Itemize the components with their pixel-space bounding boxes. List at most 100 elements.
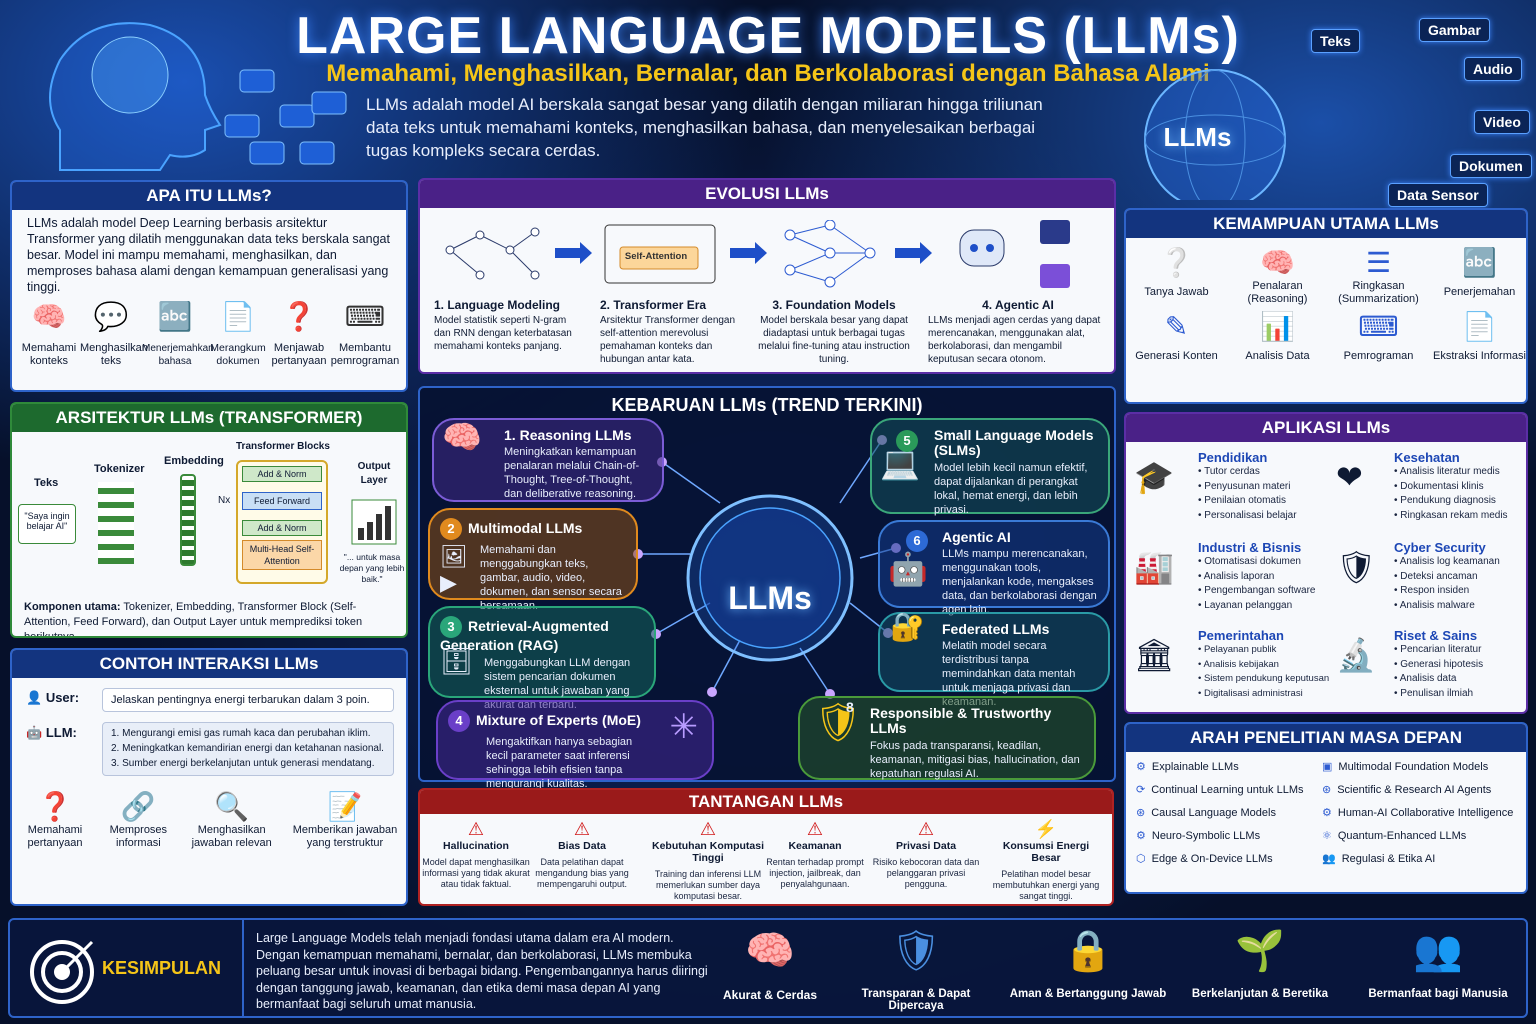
research-item: ⚛Quantum-Enhanced LLMs xyxy=(1322,825,1513,848)
app-item: Analisis literatur medis xyxy=(1394,465,1508,480)
app-item: Penilaian otomatis xyxy=(1198,494,1297,509)
research-item: ⚙Human-AI Collaborative Intelligence xyxy=(1322,802,1513,825)
kemampuan-item: Ringkasan (Summarization) xyxy=(1338,280,1419,305)
media-icon: 🖼▶ xyxy=(440,544,468,595)
trend-num: 3 xyxy=(440,616,462,638)
trend-text: Fokus pada transparansi, keadilan, keama… xyxy=(870,740,1080,780)
trend-text: Memahami dan menggabungkan teks, gambar,… xyxy=(480,544,622,612)
stage-text: Model statistik seperti N-gram dan RNN d… xyxy=(434,315,572,352)
app-item: Pelayanan publik xyxy=(1198,643,1329,658)
chart-icon: 📊 xyxy=(1260,311,1295,342)
tag-gambar: Gambar xyxy=(1419,18,1490,42)
research-item: ⊛Causal Language Models xyxy=(1136,802,1303,825)
trend-title: Small Language Models (SLMs) xyxy=(934,427,1094,458)
research-icon: 👥 xyxy=(1322,853,1336,865)
tokenizer-label: Tokenizer xyxy=(94,463,145,475)
challenge-title: Kebutuhan Komputasi Tinggi xyxy=(652,840,764,864)
question-icon: ❓ xyxy=(281,301,317,332)
kesimpulan-item: Bermanfaat bagi Manusia xyxy=(1368,988,1508,1000)
tag-teks: Teks xyxy=(1311,29,1360,53)
kesimpulan-item: Aman & Bertanggung Jawab xyxy=(1009,988,1167,1000)
warning-icon: ⚠ xyxy=(806,819,824,839)
trend-title: Retrieval-Augmented Generation (RAG) xyxy=(440,618,609,653)
tantangan-title: TANTANGAN LLMs xyxy=(420,790,1112,814)
kebaruan-panel: KEBARUAN LLMs (TREND TERKINI) LLMs 🧠 1. … xyxy=(418,386,1116,790)
app-item: Pendukung diagnosis xyxy=(1394,494,1508,509)
trend-title: Reasoning LLMs xyxy=(519,427,632,443)
research-label: Regulasi & Etika AI xyxy=(1341,853,1436,865)
evolusi-diagram xyxy=(445,220,1070,288)
challenge-text: Rentan terhadap prompt injection, jailbr… xyxy=(766,857,864,889)
ai-head-illustration xyxy=(49,22,347,171)
challenge-title: Bias Data xyxy=(558,840,606,852)
page-subtitle: Memahami, Menghasilkan, Bernalar, dan Be… xyxy=(326,60,1210,87)
kemampuan-item: Penerjemahan xyxy=(1443,286,1516,298)
trend-title: Multimodal LLMs xyxy=(468,520,583,536)
app-title: Pemerintahan xyxy=(1198,628,1284,643)
research-icon: ⊛ xyxy=(1322,784,1332,796)
app-title: Pendidikan xyxy=(1198,450,1268,465)
code-icon: ⌨ xyxy=(1358,311,1399,342)
nx-label: Nx xyxy=(218,495,231,506)
challenge-title: Konsumsi Energi Besar xyxy=(1002,840,1090,864)
warning-icon: ⚠ xyxy=(573,819,591,839)
app-item: Pengembangan software xyxy=(1198,584,1315,599)
tag-video: Video xyxy=(1474,110,1530,134)
user-message: Jelaskan pentingnya energi terbarukan da… xyxy=(102,688,394,712)
research-label: Neuro-Symbolic LLMs xyxy=(1151,830,1261,842)
qa-icon: ❔ xyxy=(1159,247,1194,278)
brain-icon: 🧠 xyxy=(1260,247,1295,278)
kebaruan-center-label: LLMs xyxy=(728,580,812,616)
app-item: Penyusunan materi xyxy=(1198,480,1297,495)
research-item: ⚙Explainable LLMs xyxy=(1136,756,1303,779)
intro-text: LLMs adalah model AI berskala sangat bes… xyxy=(366,95,1043,160)
self-attention-label: Self-Attention xyxy=(624,251,688,262)
shield-lock-icon: 🛡 xyxy=(1336,549,1377,585)
kemampuan-item: Pemrograman xyxy=(1343,350,1414,362)
research-label: Scientific & Research AI Agents xyxy=(1337,784,1492,796)
kemampuan-item: Generasi Konten xyxy=(1135,350,1218,362)
embedding-vector xyxy=(180,474,196,566)
trend-num: 4 xyxy=(448,710,470,732)
apa-itu-title: APA ITU LLMs? xyxy=(12,182,406,210)
research-item: ⬡Edge & On-Device LLMs xyxy=(1136,848,1303,871)
document-icon: 📝 xyxy=(327,791,363,822)
contoh-item: Memahami pertanyaan xyxy=(27,824,83,849)
trend-text: Model lebih kecil namun efektif, dapat d… xyxy=(934,462,1088,516)
research-item: ▣Multimodal Foundation Models xyxy=(1322,756,1513,779)
leaf-icon: 🌱 xyxy=(1235,929,1285,973)
input-example: "Saya ingin belajar AI" xyxy=(18,504,76,544)
stage-text: Arsitektur Transformer dengan self-atten… xyxy=(600,315,736,365)
contoh-title: CONTOH INTERAKSI LLMs xyxy=(12,650,406,678)
kemampuan-item: Ekstraksi Informasi xyxy=(1433,350,1526,362)
user-label: 👤 User: xyxy=(26,690,80,705)
kebaruan-title: KEBARUAN LLMs (TREND TERKINI) xyxy=(611,395,923,415)
app-item: Sistem pendukung keputusan xyxy=(1198,672,1329,687)
network-icon: 🔗 xyxy=(120,791,156,822)
chat-icon: 💬 xyxy=(93,301,129,332)
arah-title: ARAH PENELITIAN MASA DEPAN xyxy=(1126,724,1526,752)
app-item: Dokumentasi klinis xyxy=(1394,480,1508,495)
challenge-title: Hallucination xyxy=(443,840,509,852)
people-icon: 👥 xyxy=(1413,929,1463,973)
kesimpulan-item: Akurat & Cerdas xyxy=(722,988,818,1002)
app-item: Generasi hipotesis xyxy=(1394,658,1483,673)
warning-icon: ⚠ xyxy=(699,819,717,839)
bar-chart-icon xyxy=(351,499,397,545)
add-norm-box: Add & Norm xyxy=(242,466,322,482)
user-label-text: User: xyxy=(45,690,80,705)
challenge-title: Keamanan xyxy=(788,840,842,852)
aplikasi-title: APLIKASI LLMs xyxy=(1126,414,1526,442)
trend-card-5: 💻 Small Language Models (SLMs)Model lebi… xyxy=(870,418,1110,516)
trend-title: Mixture of Experts (MoE) xyxy=(476,712,641,728)
government-icon: 🏛 xyxy=(1134,637,1175,673)
app-title: Cyber Security xyxy=(1394,540,1486,555)
globe-icon xyxy=(1144,69,1286,200)
network-icon: ✳ xyxy=(669,708,699,746)
globe-label: LLMs xyxy=(1163,122,1232,152)
